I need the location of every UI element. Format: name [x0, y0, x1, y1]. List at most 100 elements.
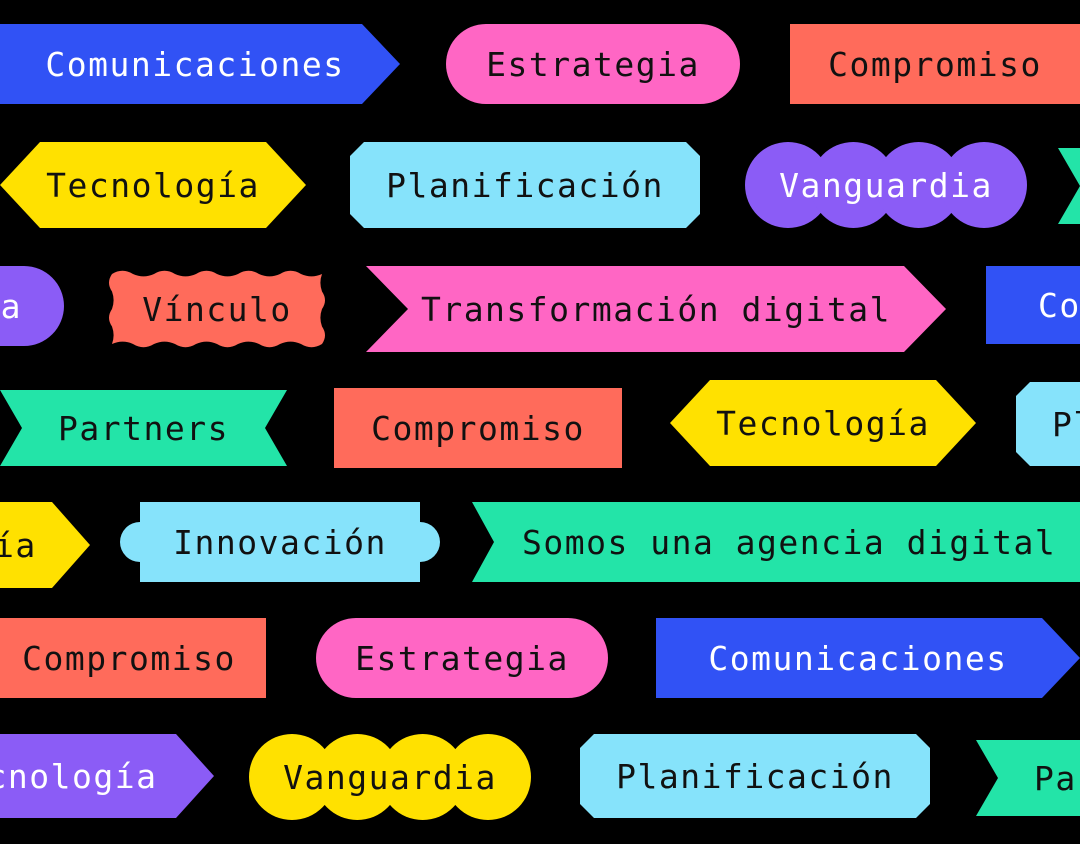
tag-shape — [976, 740, 1080, 816]
tag-label: cnología — [0, 756, 158, 796]
tag-shape — [790, 24, 1080, 104]
tag-shape-path — [670, 380, 976, 466]
tag-shape — [366, 266, 946, 352]
tag-label: Pa — [1034, 758, 1077, 798]
bubble-segment — [314, 734, 401, 820]
tag-planificacion: Planificación — [350, 142, 700, 228]
bubble-segment — [745, 142, 831, 228]
tag-shape-path — [446, 24, 740, 104]
tag-transformacion-digital: Transformación digital — [366, 266, 946, 352]
tag-label: Vanguardia — [283, 757, 497, 797]
tag-vanguardia: Vanguardia — [745, 142, 1027, 228]
tag-label: Co — [1038, 285, 1080, 325]
tag-shape — [745, 142, 1027, 228]
tag-shape — [0, 266, 64, 346]
tag-label: Comunicaciones — [708, 638, 1008, 678]
bubble-segment — [941, 142, 1027, 228]
tag-shape-path — [790, 24, 1080, 104]
tag-compromiso: Compromiso — [0, 618, 266, 698]
tag-shape-path — [472, 502, 1080, 582]
tag-shape — [0, 142, 306, 228]
tag-label: Compromiso — [371, 408, 585, 448]
tag-label: Estrategia — [486, 44, 700, 84]
tag-shape-path — [1016, 382, 1080, 466]
tag-shape-path — [109, 270, 325, 348]
tag-shape-path — [0, 618, 266, 698]
tag-label: Planificación — [386, 165, 664, 205]
bubble-segment — [810, 142, 897, 228]
tag-shape-path — [316, 618, 608, 698]
bubble-segment — [379, 734, 466, 820]
tag-label: Tecnología — [46, 165, 260, 205]
tag-compromiso: Compromiso — [334, 388, 622, 468]
tag-shape-path — [334, 388, 622, 468]
tag-shape-path — [1058, 148, 1080, 224]
tag-shape — [0, 618, 266, 698]
tag-shape-path — [986, 266, 1080, 344]
tag-label: Pl — [1052, 404, 1080, 444]
tag-partial-tecnologia: cnología — [0, 734, 214, 818]
tag-shape — [109, 270, 325, 348]
tag-label: Partners — [58, 408, 229, 448]
bubble-segment — [875, 142, 962, 228]
tag-label: Planificación — [616, 756, 894, 796]
tag-shape — [350, 142, 700, 228]
tag-label — [1058, 148, 1080, 224]
tag-shape-path — [580, 734, 930, 818]
tag-compromiso: Compromiso — [790, 24, 1080, 104]
tag-vanguardia: Vanguardia — [249, 734, 531, 820]
tag-estrategia: Estrategia — [316, 618, 608, 698]
tag-comunicaciones: Comunicaciones — [656, 618, 1080, 698]
tag-label: ía — [0, 525, 37, 565]
tag-comunicaciones: Comunicaciones — [0, 24, 400, 104]
tag-shape — [120, 502, 440, 582]
tag-shape-path — [0, 390, 287, 466]
tag-label: Comunicaciones — [45, 44, 345, 84]
tag-label: Tecnología — [716, 403, 930, 443]
tag-shape-path — [0, 502, 90, 588]
tag-shape — [0, 390, 287, 466]
tag-planificacion: Planificación — [580, 734, 930, 818]
tag-shape — [472, 502, 1080, 582]
tag-shape — [446, 24, 740, 104]
tag-shape — [670, 380, 976, 466]
tag-partial-a: a — [0, 266, 64, 346]
tag-partial-pl: Pl — [1016, 382, 1080, 466]
tag-shape — [0, 502, 90, 588]
tag-shape-path — [976, 740, 1080, 816]
tag-label: Vínculo — [142, 289, 292, 329]
bubble-segment — [445, 734, 531, 820]
tag-label: Innovación — [173, 522, 387, 562]
tag-label: Compromiso — [828, 44, 1042, 84]
tag-tecnologia: Tecnología — [0, 142, 306, 228]
tag-shape — [656, 618, 1080, 698]
tag-estrategia: Estrategia — [446, 24, 740, 104]
tag-shape — [580, 734, 930, 818]
tag-shape-path — [0, 266, 64, 346]
tag-partial-co: Co — [986, 266, 1080, 344]
tag-innovacion: Innovación — [120, 502, 440, 582]
tag-shape-path — [656, 618, 1080, 698]
tag-label: Transformación digital — [420, 289, 892, 329]
tag-shape — [986, 266, 1080, 344]
tag-shape-path — [350, 142, 700, 228]
tag-shape-path — [0, 734, 214, 818]
tag-tecnologia: Tecnología — [670, 380, 976, 466]
tag-shape — [249, 734, 531, 820]
tag-shape — [1058, 148, 1080, 224]
tag-vinculo: Vínculo — [109, 270, 325, 348]
tag-shape-path — [0, 142, 306, 228]
bubble-segment — [249, 734, 335, 820]
tag-label: Estrategia — [355, 638, 569, 678]
tag-shape — [316, 618, 608, 698]
tag-label: Somos una agencia digital — [522, 522, 1057, 562]
tag-partial-ia: ía — [0, 502, 90, 588]
tag-shape-path — [0, 24, 400, 104]
tag-shape — [1016, 382, 1080, 466]
tag-shape — [0, 24, 400, 104]
tag-shape-path — [120, 502, 440, 582]
tag-shape — [334, 388, 622, 468]
tag-shape — [0, 734, 214, 818]
tag-shape-path — [366, 266, 946, 352]
